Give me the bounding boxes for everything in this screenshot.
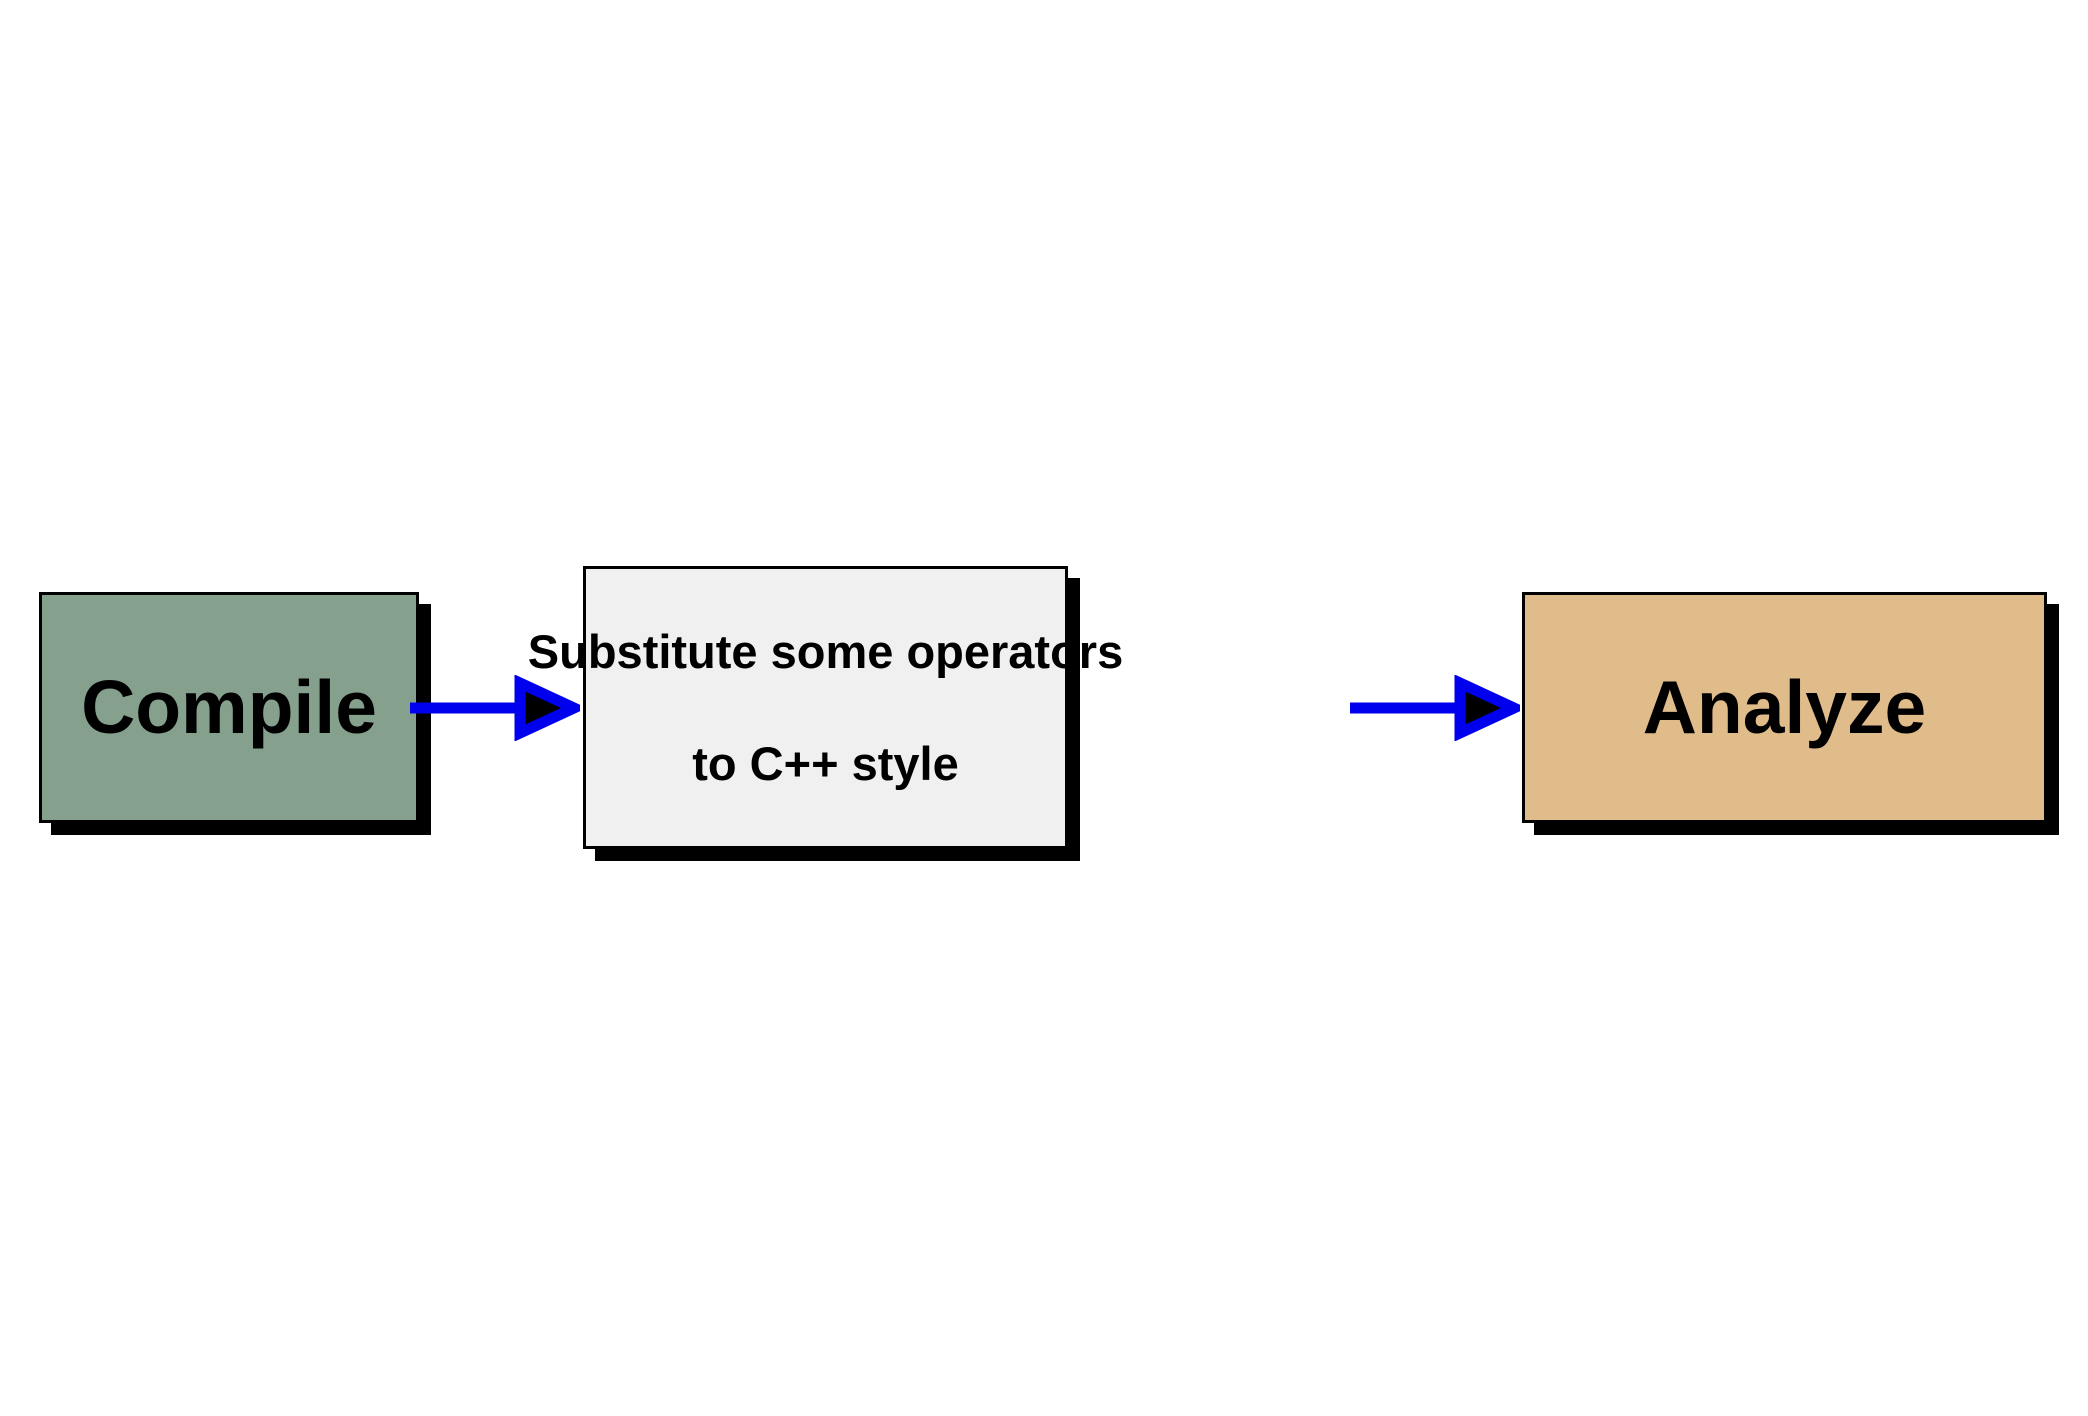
compile-node[interactable]: Compile — [39, 592, 419, 823]
substitute-node-label-line1: Substitute some operators — [527, 625, 1124, 679]
analyze-node-label: Analyze — [1642, 665, 1927, 750]
compile-node-label: Compile — [81, 665, 377, 750]
substitute-node[interactable]: Substitute some operators to C++ style — [528, 566, 1123, 849]
substitute-node-label-line2: to C++ style — [692, 736, 959, 790]
arrow-substitute-to-analyze — [1350, 675, 1520, 741]
arrow-compile-to-substitute — [410, 675, 580, 741]
analyze-node[interactable]: Analyze — [1522, 592, 2047, 823]
